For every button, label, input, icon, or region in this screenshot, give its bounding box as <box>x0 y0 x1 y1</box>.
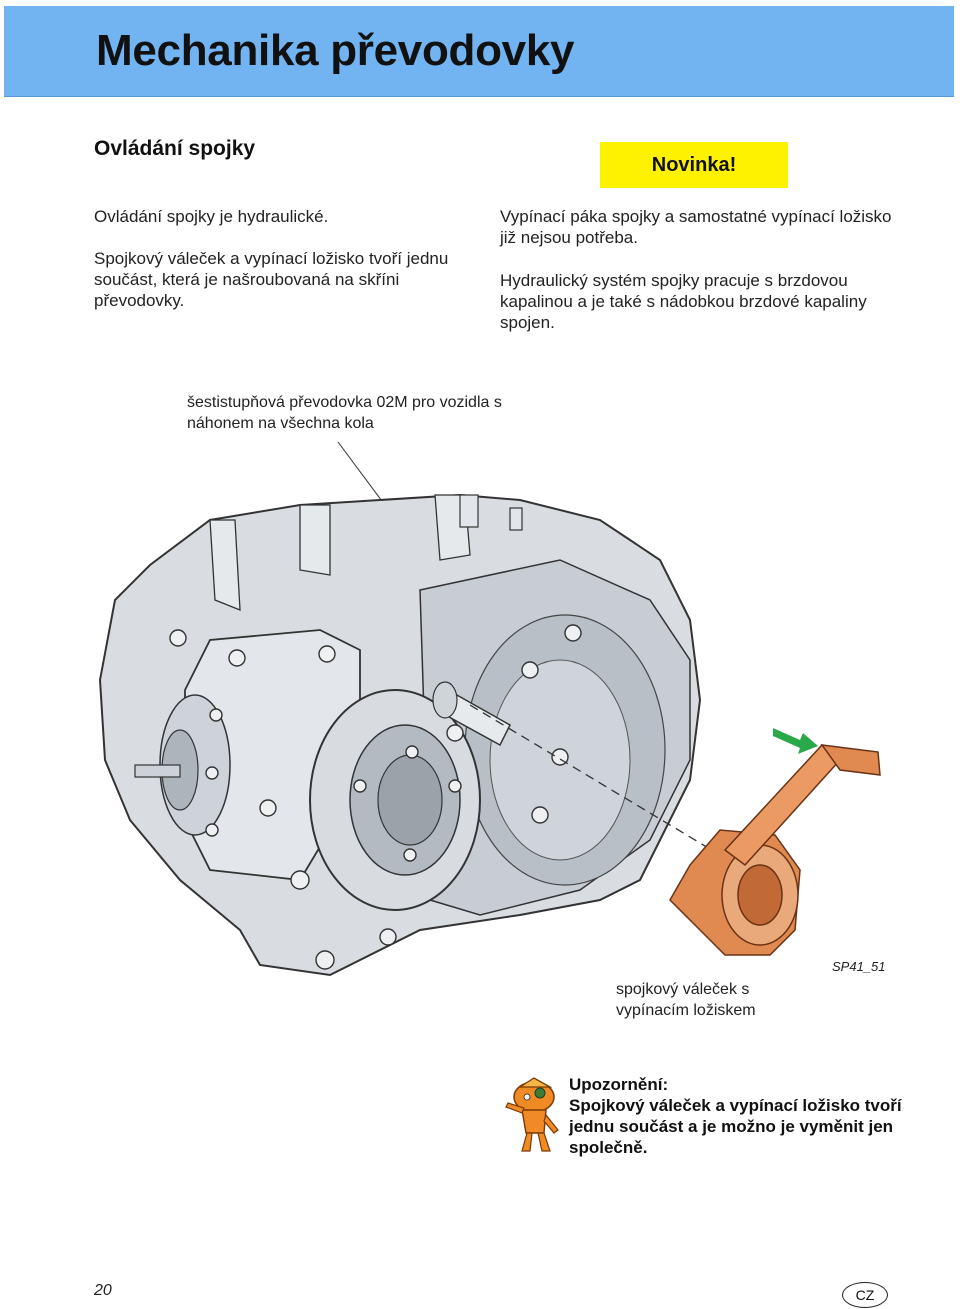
green-arrow <box>773 728 818 754</box>
gearbox-illustration <box>98 441 881 977</box>
new-badge: Novinka! <box>600 142 788 188</box>
header-banner: Mechanika převodovky <box>4 6 954 97</box>
note-title: Upozornění: <box>569 1075 669 1094</box>
figure-code: SP41_51 <box>832 959 886 974</box>
left-paragraph-2: Spojkový váleček a vypínací ložisko tvoř… <box>94 249 449 310</box>
language-badge: CZ <box>842 1282 888 1308</box>
assembly-axis <box>469 704 746 871</box>
warning-note: Upozornění: Spojkový váleček a vypínací … <box>569 1074 909 1158</box>
section-title: Ovládání spojky <box>94 137 256 160</box>
note-text: Spojkový váleček a vypínací ložisko tvoř… <box>569 1096 902 1157</box>
mascot-icon <box>505 1077 559 1152</box>
right-paragraph-1: Vypínací páka spojky a samostatné vypína… <box>500 207 892 247</box>
cylinder-caption: spojkový váleček s vypínacím ložiskem <box>616 981 756 1019</box>
right-paragraph-2: Hydraulický systém spojky pracuje s brzd… <box>500 271 867 332</box>
page-number: 20 <box>94 1282 112 1299</box>
slave-cylinder <box>669 743 881 956</box>
gearbox-caption: šestistupňová převodovka 02M pro vozidla… <box>187 394 502 432</box>
page-title: Mechanika převodovky <box>96 26 575 75</box>
left-paragraph-1: Ovládání spojky je hydraulické. <box>94 207 329 226</box>
